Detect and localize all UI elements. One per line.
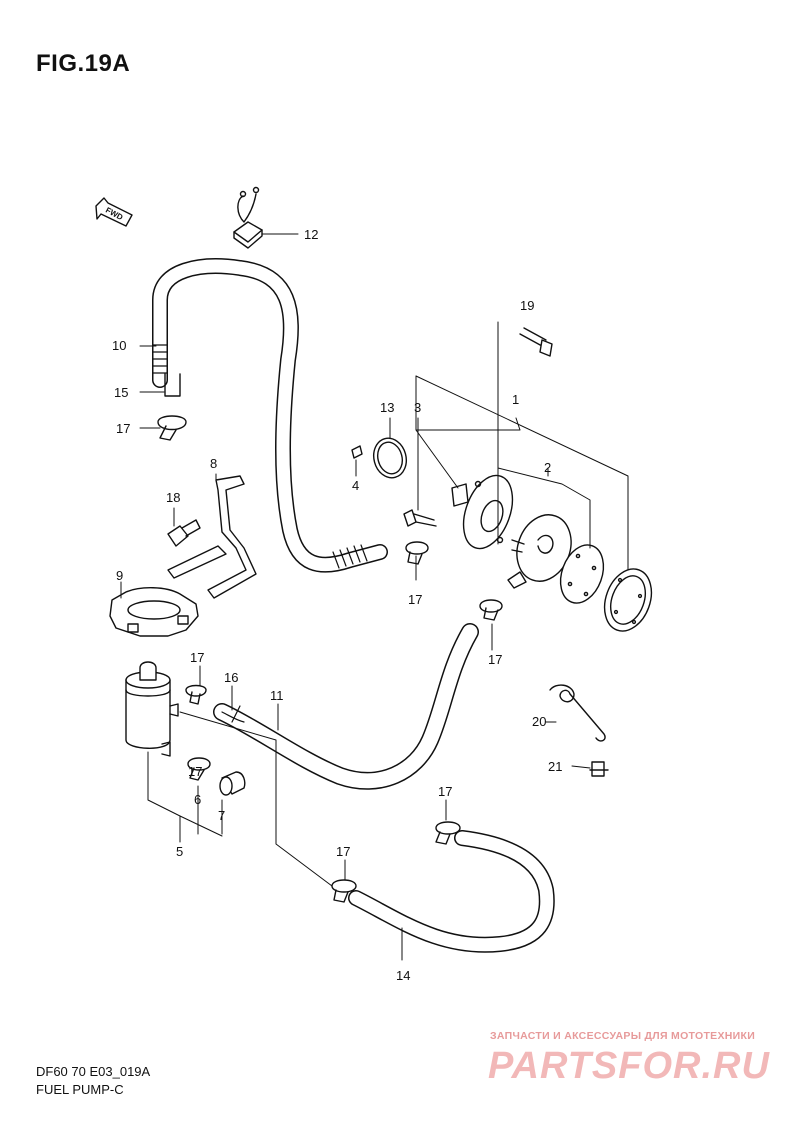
label-6: 6 — [194, 792, 201, 807]
part-3-bolt — [403, 509, 437, 527]
part-11-fuel-hose — [213, 623, 479, 790]
label-4: 4 — [352, 478, 359, 493]
part-17-clamp-a — [157, 415, 187, 441]
callout-lines — [120, 233, 629, 961]
label-17-a: 17 — [116, 421, 130, 436]
label-20: 20 — [532, 714, 546, 729]
label-10: 10 — [112, 338, 126, 353]
label-14: 14 — [396, 968, 410, 983]
watermark-caption: ЗАПЧАСТИ И АКСЕССУАРЫ ДЛЯ МОТОТЕХНИКИ — [490, 1030, 756, 1042]
label-13: 13 — [380, 400, 394, 415]
part-17-clamp-c — [435, 821, 461, 845]
label-5: 5 — [176, 844, 183, 859]
part-17-clamp-d — [331, 879, 357, 903]
label-21: 21 — [548, 759, 562, 774]
label-8: 8 — [210, 456, 217, 471]
label-12: 12 — [304, 227, 318, 242]
label-3: 3 — [414, 400, 421, 415]
watermark-site: PARTSFOR.RU — [488, 1045, 770, 1087]
part-10-fuel-hose — [152, 258, 388, 573]
part-20-spring-clip — [549, 684, 606, 742]
label-2: 2 — [544, 460, 551, 475]
fwd-arrow-icon: FWD — [95, 197, 133, 227]
label-15: 15 — [114, 385, 128, 400]
part-7-cap — [219, 771, 246, 796]
part-9-filter-holder — [109, 587, 199, 637]
label-17-g: 17 — [188, 764, 202, 779]
label-17-c: 17 — [408, 592, 422, 607]
part-8-bracket — [167, 475, 257, 599]
part-4-pin — [351, 445, 363, 459]
part-14-fuel-hose — [348, 830, 555, 953]
part-gasket — [603, 568, 653, 632]
part-5-fuel-filter — [125, 661, 179, 757]
label-17-f: 17 — [336, 844, 350, 859]
part-13-o-ring — [373, 437, 407, 479]
part-19-bolt — [519, 327, 553, 357]
label-1: 1 — [512, 392, 519, 407]
part-17-clamp-b — [185, 684, 207, 705]
part-labels: 1 2 3 4 5 6 7 8 9 10 11 12 13 14 15 16 1… — [112, 227, 562, 983]
part-6-clamp — [187, 757, 211, 781]
model-code: DF60 70 E03_019A — [36, 1064, 151, 1079]
label-18: 18 — [166, 490, 180, 505]
figure-title: FIG.19A — [36, 50, 131, 77]
section-name: FUEL PUMP-C — [36, 1082, 124, 1097]
label-16: 16 — [224, 670, 238, 685]
part-21-plug — [589, 761, 609, 777]
part-17-clamp-f — [479, 599, 503, 621]
part-17-clamp-e — [405, 541, 429, 565]
label-17-d: 17 — [488, 652, 502, 667]
label-17-b: 17 — [190, 650, 204, 665]
part-18-bolt — [167, 519, 201, 547]
part-1-fuel-pump — [451, 474, 572, 589]
part-2-diaphragm — [559, 544, 605, 604]
part-12-hose-clip — [233, 186, 263, 249]
label-7: 7 — [218, 808, 225, 823]
label-17-e: 17 — [438, 784, 452, 799]
label-9: 9 — [116, 568, 123, 583]
label-19: 19 — [520, 298, 534, 313]
label-11: 11 — [270, 688, 284, 703]
